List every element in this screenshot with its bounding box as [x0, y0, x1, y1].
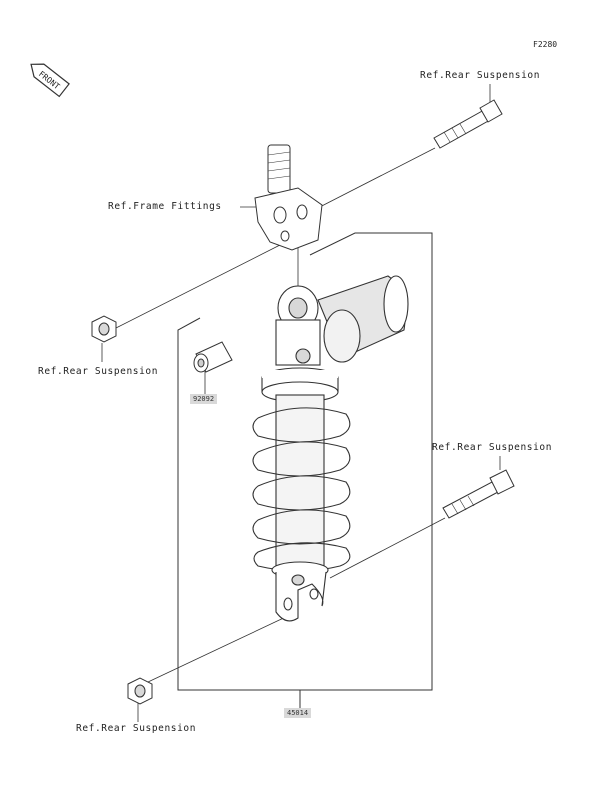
label-rear-suspension-left: Ref.Rear Suspension — [38, 366, 159, 377]
top-bolt — [433, 99, 503, 149]
collar-part — [193, 341, 233, 373]
shock-absorber — [252, 275, 409, 622]
lower-bolt — [442, 469, 515, 519]
label-rear-suspension-top: Ref.Rear Suspension — [420, 70, 541, 81]
nut-lower — [127, 677, 153, 705]
label-rear-suspension-bottom: Ref.Rear Suspension — [76, 723, 197, 734]
nut-upper — [91, 315, 117, 343]
part-number-shock: 45014 — [284, 708, 312, 718]
label-rear-suspension-right: Ref.Rear Suspension — [432, 442, 553, 453]
figure-code: F2280 — [533, 40, 558, 49]
part-number-collar: 92092 — [190, 394, 218, 404]
frame-fitting — [254, 144, 323, 251]
leader-lines — [101, 84, 501, 722]
front-arrow-icon: FRONT — [30, 63, 70, 98]
assembly-bracket — [177, 232, 433, 708]
label-frame-fittings: Ref.Frame Fittings — [108, 201, 222, 212]
